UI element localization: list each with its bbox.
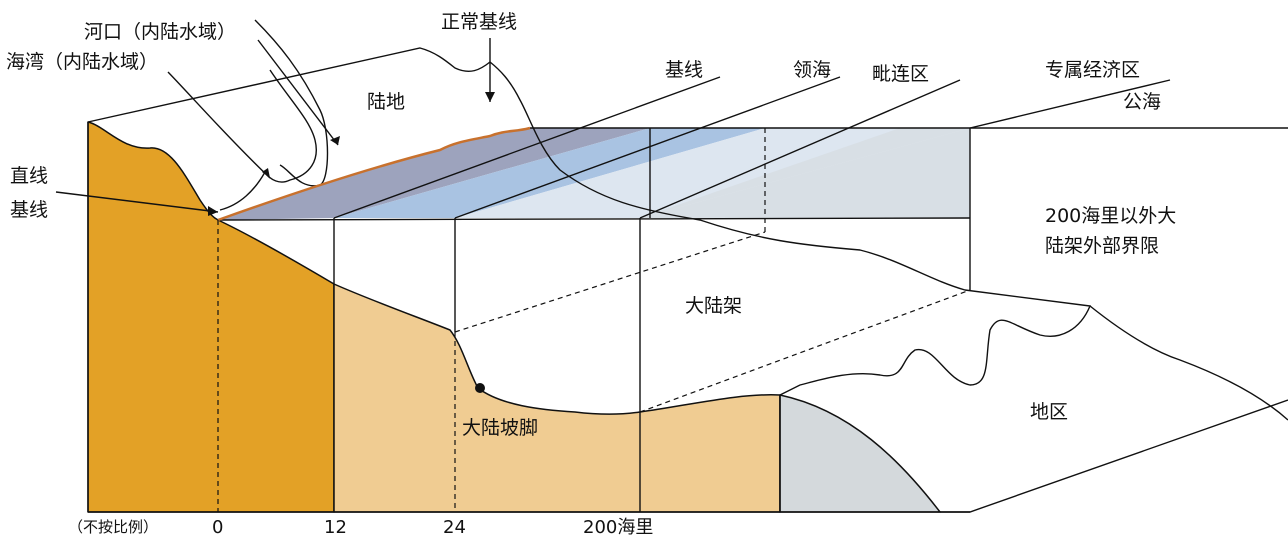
eez-band-shade [640, 128, 970, 218]
continental-shelf-label: 大陆架 [685, 295, 742, 317]
normal-baseline-label: 正常基线 [441, 11, 517, 33]
territorial-sea-label: 领海 [793, 59, 831, 81]
contiguous-zone-label: 毗连区 [872, 63, 929, 85]
outer-limit-label-2: 陆架外部界限 [1045, 235, 1159, 257]
arrowheads [208, 92, 495, 216]
axis-tick-24: 24 [443, 517, 466, 537]
straight-baseline-label-1: 直线 [10, 165, 48, 187]
far-slope-line [940, 399, 1288, 513]
eez-label: 专属经济区 [1045, 59, 1140, 81]
diagram-linework [55, 19, 1288, 513]
scale-note: （不按比例） [68, 518, 158, 536]
axis-tick-0: 0 [212, 517, 223, 537]
area-label: 地区 [1030, 401, 1068, 423]
coastline [217, 126, 531, 222]
internal-waters-band [218, 128, 650, 220]
deep-seabed-section [779, 394, 941, 513]
continental-foot-point [475, 383, 485, 393]
dashed-lines [217, 128, 971, 512]
axis-tick-200: 200海里 [583, 517, 653, 537]
outer-limit-label-1: 200海里以外大 [1045, 205, 1176, 227]
continental-foot-label: 大陆坡脚 [462, 417, 538, 439]
land-outline [87, 47, 1091, 396]
deep-region-outline [1089, 305, 1288, 421]
contiguous-zone-seabed-section [333, 283, 781, 513]
territorial-sea-seabed-section [87, 121, 335, 513]
bay-label: 海湾（内陆水域） [6, 51, 158, 73]
estuary-label: 河口（内陆水域） [84, 21, 236, 43]
axis-tick-12: 12 [324, 517, 347, 537]
territorial-sea-band [334, 128, 765, 218]
high-seas-label: 公海 [1123, 91, 1161, 113]
land-label: 陆地 [367, 91, 405, 113]
straight-baseline-label-2: 基线 [10, 199, 48, 221]
baseline-label: 基线 [665, 59, 703, 81]
